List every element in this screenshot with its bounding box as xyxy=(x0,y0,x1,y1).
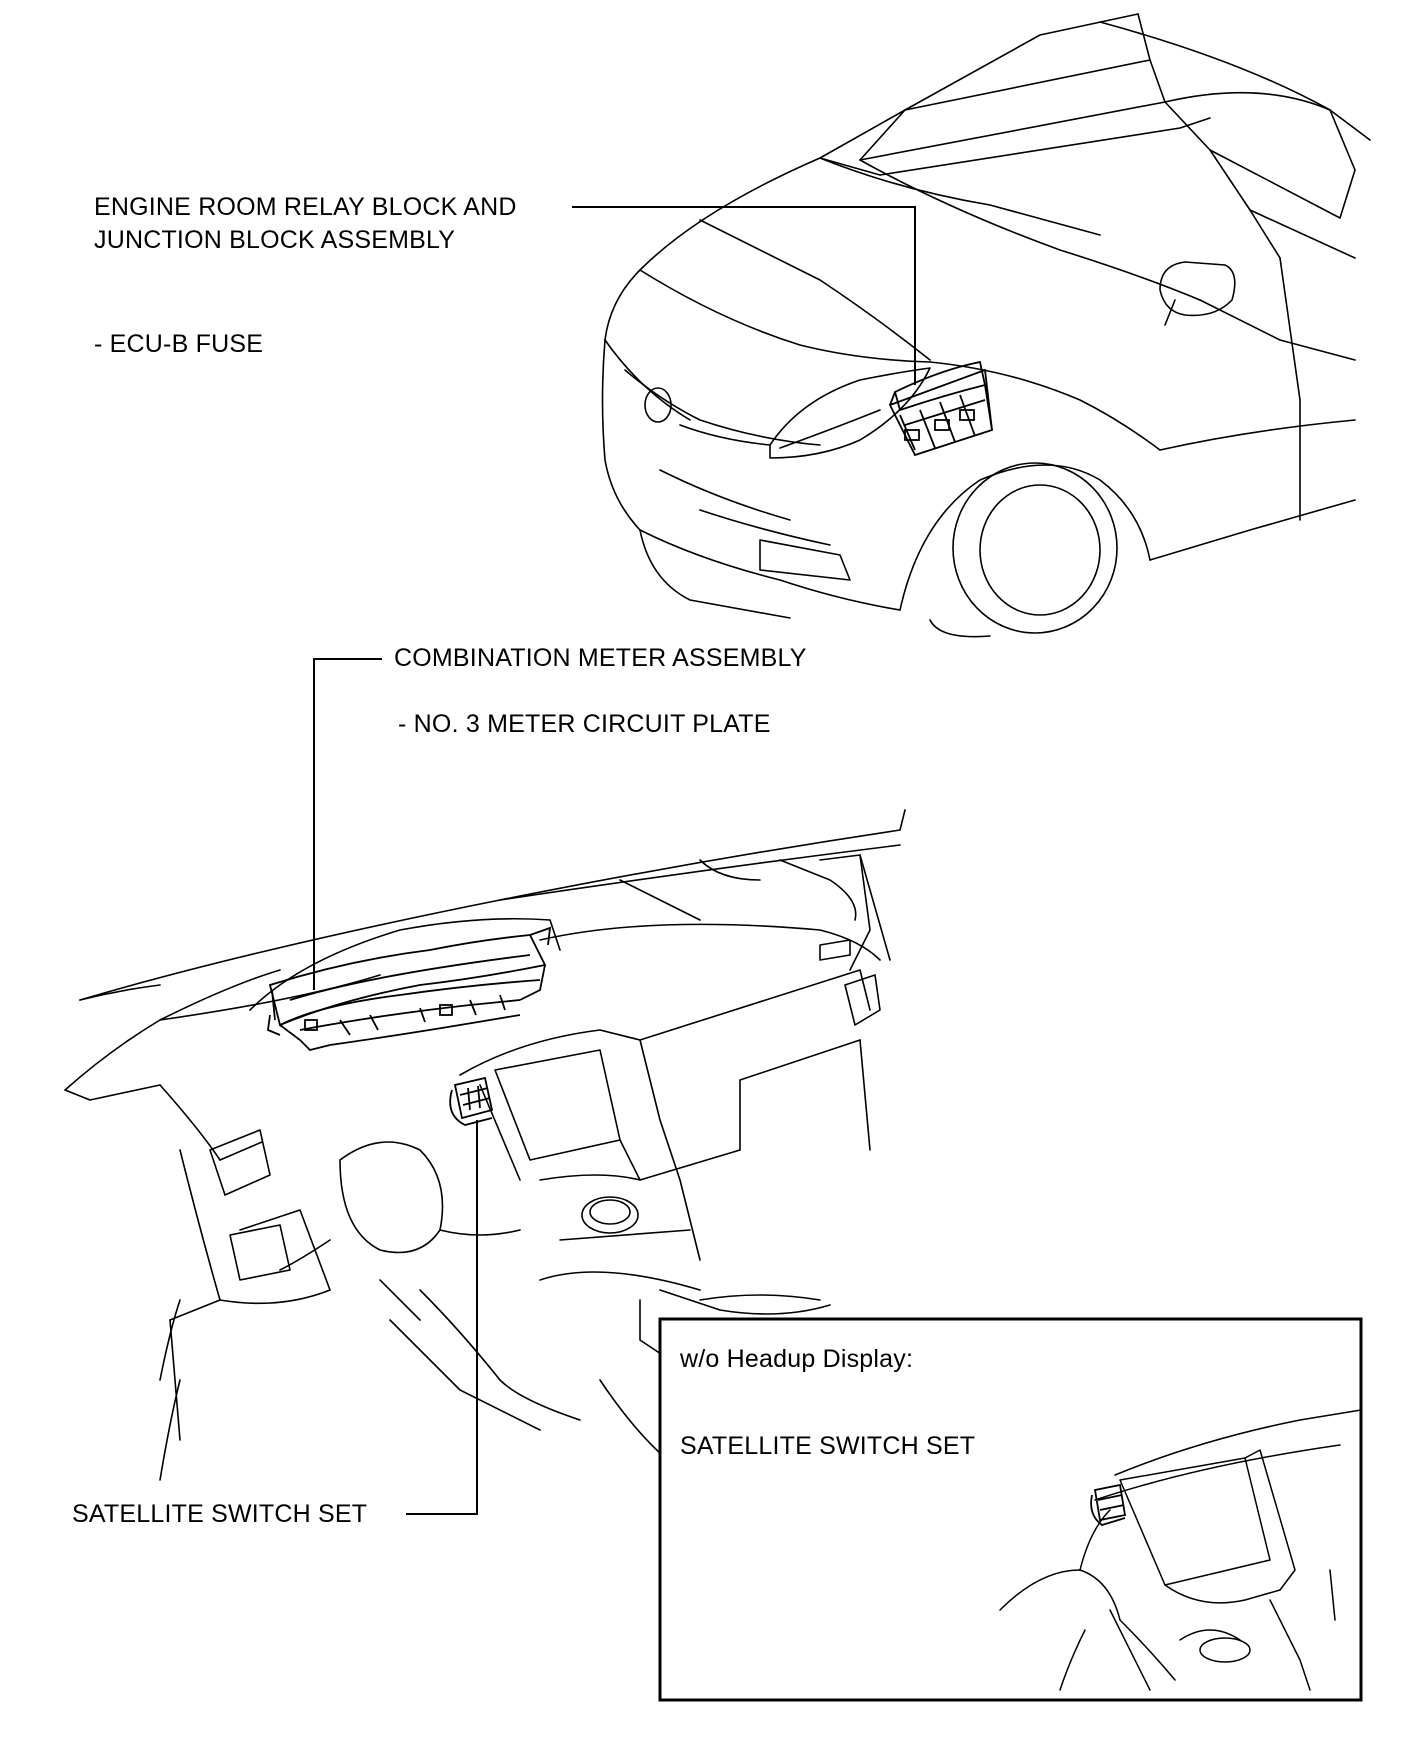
inset-frame xyxy=(658,1317,1363,1702)
label-combination-meter: COMBINATION METER ASSEMBLY xyxy=(394,644,807,672)
label-satellite-switch-inset: SATELLITE SWITCH SET xyxy=(680,1432,976,1460)
label-ecu-b-fuse: - ECU-B FUSE xyxy=(94,330,264,358)
leader-satellite-switch xyxy=(406,1120,478,1515)
label-engine-room-line2: JUNCTION BLOCK ASSEMBLY xyxy=(94,226,456,254)
satellite-switch-part xyxy=(449,1076,494,1126)
label-satellite-switch-main: SATELLITE SWITCH SET xyxy=(72,1500,368,1528)
relay-block-part xyxy=(888,360,993,457)
car-front-illustration xyxy=(601,13,1371,638)
label-meter-circuit-plate: - NO. 3 METER CIRCUIT PLATE xyxy=(398,710,771,738)
dashboard-illustration xyxy=(64,809,906,1481)
leader-combination-meter xyxy=(313,658,382,990)
combination-meter-part xyxy=(267,926,552,1051)
inset-dashboard-illustration xyxy=(999,1409,1362,1691)
label-inset-title: w/o Headup Display: xyxy=(680,1345,914,1373)
leader-relay-block xyxy=(572,206,916,385)
label-engine-room-line1: ENGINE ROOM RELAY BLOCK AND xyxy=(94,193,517,221)
inset-satellite-switch-part xyxy=(1090,1483,1127,1526)
